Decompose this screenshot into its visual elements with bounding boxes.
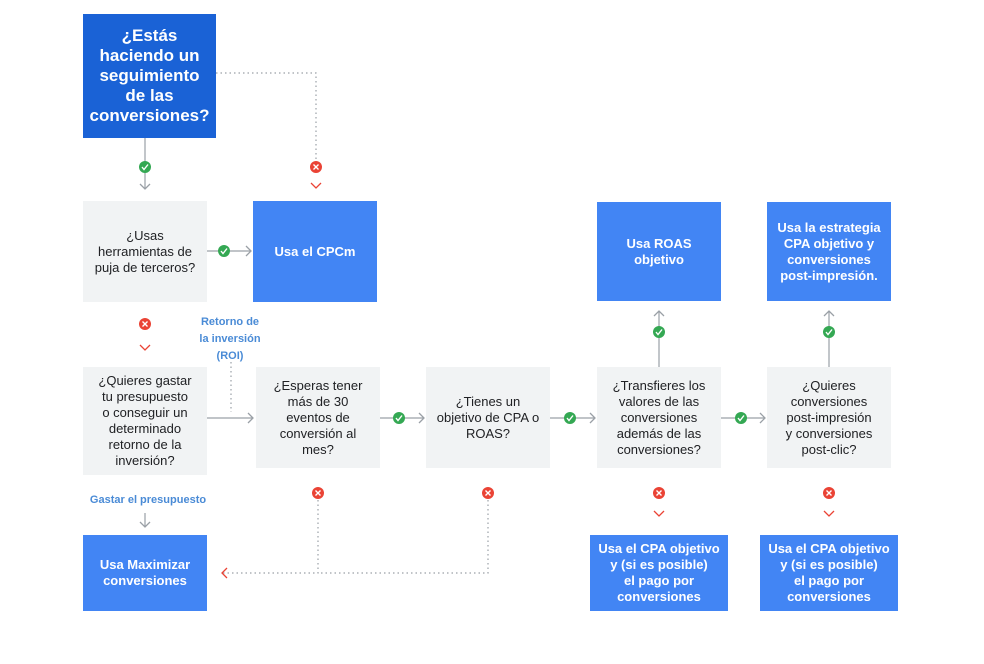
check-icon xyxy=(395,415,403,422)
arrowhead-icon xyxy=(139,521,151,528)
check-icon xyxy=(825,329,833,336)
check-icon xyxy=(655,329,663,336)
check-icon xyxy=(141,164,149,171)
check-icon xyxy=(220,248,228,255)
cross-icon xyxy=(315,490,321,496)
check-icon xyxy=(566,415,574,422)
cross-icon xyxy=(656,490,662,496)
node-have-cpa-roas-target: ¿Tienes un objetivo de CPA o ROAS? xyxy=(426,367,550,468)
arrowhead-icon xyxy=(245,245,252,257)
arrowhead-icon xyxy=(653,310,665,317)
connector-no xyxy=(223,500,319,574)
label-roi: Retorno de la inversión (ROI) xyxy=(199,316,261,362)
check-icon xyxy=(218,245,230,257)
check-icon xyxy=(564,412,576,424)
connector-no xyxy=(320,500,489,574)
node-transfer-conversion-values: ¿Transfieres los valores de las conversi… xyxy=(597,367,721,468)
label-spend-budget: Gastar el presupuesto xyxy=(89,494,207,506)
arrowhead-icon xyxy=(759,412,766,424)
node-use-target-roas: Usa ROAS objetivo xyxy=(597,202,721,301)
arrowhead-icon xyxy=(823,510,835,517)
arrowhead-icon xyxy=(589,412,596,424)
arrowhead-icon xyxy=(247,412,254,424)
connector-no xyxy=(216,72,317,160)
node-third-party-bidding: ¿Usas herramientas de puja de terceros? xyxy=(83,201,207,302)
arrowhead-icon xyxy=(418,412,425,424)
node-use-cpcm: Usa el CPCm xyxy=(253,201,377,302)
cross-icon xyxy=(142,321,148,327)
cross-icon xyxy=(485,490,491,496)
arrowhead-icon xyxy=(139,344,151,351)
arrowhead-icon xyxy=(310,182,322,189)
arrowhead-icon xyxy=(139,183,151,190)
node-maximize-conversions: Usa Maximizar conversiones xyxy=(83,535,207,611)
cross-icon xyxy=(313,164,319,170)
node-expect-30-conversions: ¿Esperas tener más de 30 eventos de conv… xyxy=(256,367,380,468)
arrowhead-icon xyxy=(823,310,835,317)
node-spend-or-roi: ¿Quieres gastar tu presupuesto o consegu… xyxy=(83,367,207,475)
node-use-target-cpa-view-through: Usa la estrategia CPA objetivo y convers… xyxy=(767,202,891,301)
check-icon xyxy=(393,412,405,424)
check-icon xyxy=(823,326,835,338)
check-icon xyxy=(653,326,665,338)
arrowhead-icon xyxy=(653,510,665,517)
node-view-through-conversions: ¿Quieres conversiones post-impresión y c… xyxy=(767,367,891,468)
check-icon xyxy=(737,415,745,422)
cross-icon xyxy=(826,490,832,496)
node-tracking-conversions: ¿Estás haciendo un seguimiento de las co… xyxy=(83,14,216,138)
check-icon xyxy=(735,412,747,424)
check-icon xyxy=(139,161,151,173)
node-use-target-cpa-1: Usa el CPA objetivo y (si es posible) el… xyxy=(590,535,728,611)
node-use-target-cpa-2: Usa el CPA objetivo y (si es posible) el… xyxy=(760,535,898,611)
arrowhead-icon xyxy=(221,567,228,579)
